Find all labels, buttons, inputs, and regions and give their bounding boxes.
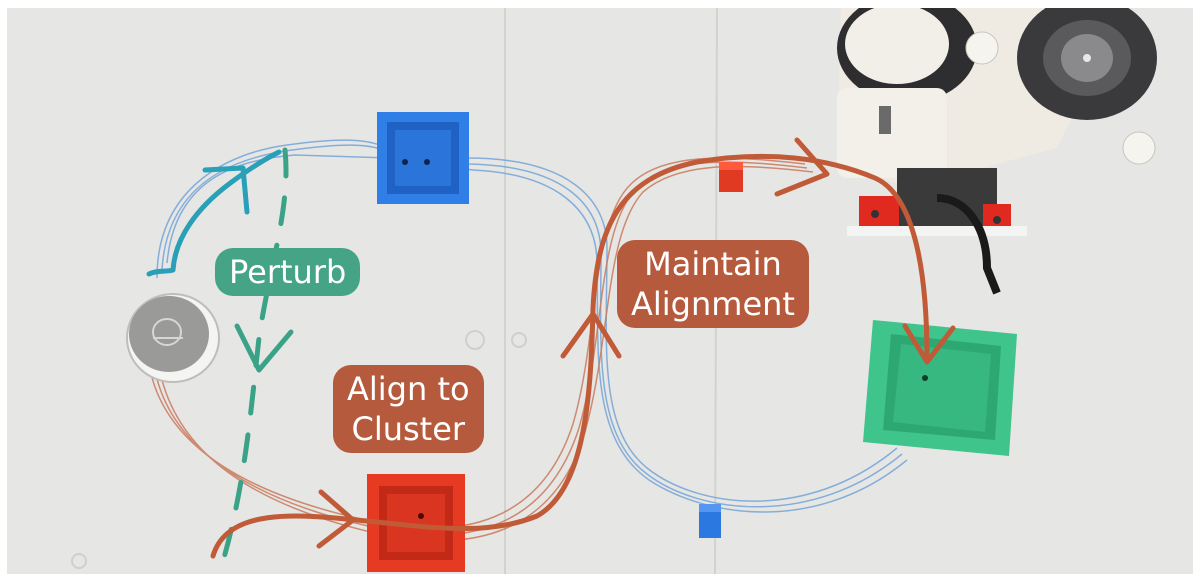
dashed-perturb-arrow [218,147,294,571]
robot-arm [837,8,1157,295]
perturb-trajectory-arrow [146,149,282,277]
align-label-line2: Cluster [351,410,466,448]
small-red-block [719,162,743,192]
perturb-label: Perturb [215,248,361,296]
maintain-label-line1: Maintain [644,245,782,283]
round-puck [126,293,220,383]
small-blue-block [699,504,721,538]
blue-bin [377,112,469,204]
green-bin [863,320,1017,456]
table-bolt [71,553,87,569]
align-label-line1: Align to [347,370,470,408]
tabletop-scene [71,8,1157,574]
maintain-alignment-label: Maintain Alignment [617,240,809,328]
table-bolt [465,330,485,350]
perturb-label-text: Perturb [229,253,347,291]
maintain-label-line2: Alignment [631,285,795,323]
align-to-cluster-label: Align to Cluster [333,365,484,453]
table-bolt [511,332,527,348]
aligned-trajectory-arrow [210,137,956,559]
scene-photo: Perturb Align to Cluster Maintain Alignm… [7,8,1193,574]
